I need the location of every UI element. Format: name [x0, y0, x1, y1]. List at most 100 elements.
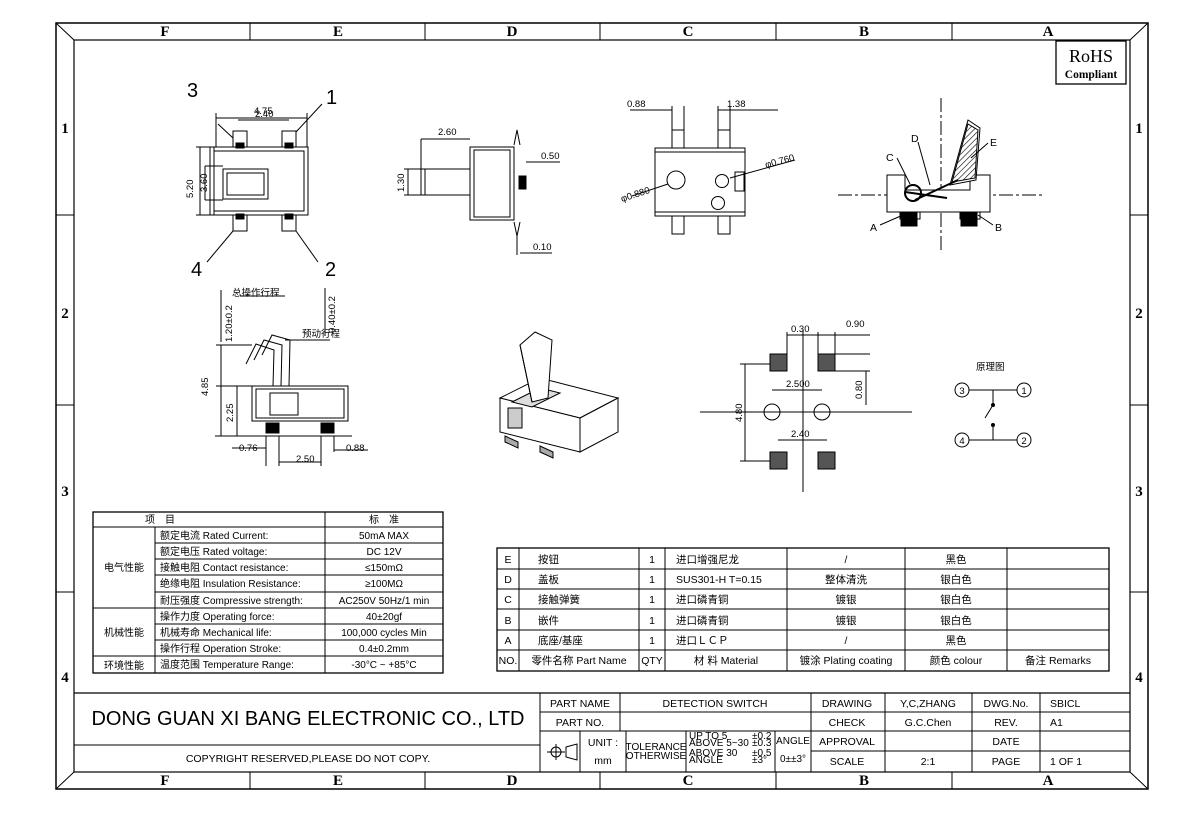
- part-name-label: PART NAME: [550, 698, 610, 710]
- bom-plating: /: [845, 635, 848, 647]
- spec-item: 耐压强度 Compressive strength:: [160, 594, 303, 607]
- tol-range: UP TO 5: [689, 731, 728, 742]
- pcb-footprint: [700, 330, 912, 492]
- zone-col-bottom: D: [507, 773, 518, 789]
- bom-no: D: [504, 574, 512, 586]
- dim-travel-total: 1.20±0.2: [224, 305, 235, 342]
- dim-front-height: 4.85: [200, 378, 211, 397]
- side-view: [404, 129, 560, 255]
- bom-header-remarks: 备注 Remarks: [1025, 654, 1091, 667]
- label-pre-travel: 预动行程: [302, 328, 341, 340]
- spec-value: 100,000 cycles Min: [341, 628, 427, 639]
- title-block: [74, 692, 1130, 772]
- spec-group-electrical: 电气性能: [104, 561, 144, 574]
- tol-range: ABOVE 30: [689, 748, 738, 759]
- spec-header-standard: 标 准: [369, 514, 399, 526]
- bom-qty: 1: [649, 594, 655, 606]
- dwg-no-value: SBICL: [1050, 698, 1081, 710]
- dim-hole-pitch: 2.40: [791, 429, 810, 440]
- dim-pad-height: 0.80: [854, 381, 865, 400]
- company-name: DONG GUAN XI BANG ELECTRONIC CO., LTD: [91, 708, 524, 730]
- bom-no: B: [504, 615, 511, 627]
- dim-hole-1: φ0.880: [620, 185, 652, 205]
- date-label: DATE: [992, 736, 1019, 748]
- dim-front-base: 2.25: [225, 404, 236, 423]
- bom-header-material: 材 料 Material: [694, 654, 758, 667]
- check-value: G.C.Chen: [905, 717, 952, 729]
- spec-item: 机械寿命 Mechanical life:: [160, 626, 272, 639]
- bom-no: C: [504, 594, 512, 606]
- spec-item: 绝缘电阻 Insulation Resistance:: [160, 577, 301, 590]
- drawing-value: Y,C,ZHANG: [900, 698, 956, 710]
- zone-col-top: B: [859, 24, 869, 40]
- dwg-no-label: DWG.No.: [984, 698, 1029, 710]
- spec-header-item: 项 目: [145, 514, 175, 526]
- dim-back-left: 0.88: [627, 99, 646, 110]
- zone-col-top: D: [507, 24, 518, 40]
- bom-colour: 黑色: [946, 553, 967, 566]
- schematic-node-3: 3: [959, 386, 964, 397]
- zone-labels: F E D C B A F E D C B A 1 2 3 4 1 2 3 4: [61, 24, 1143, 789]
- sheet-border: [55, 22, 1149, 790]
- bom-material: 进口磷青铜: [676, 593, 729, 606]
- dim-body: 3.60: [199, 174, 210, 193]
- dim-width: 4.75: [254, 106, 273, 117]
- dim-pad-gap: 0.30: [791, 324, 810, 335]
- bom-colour: 黑色: [946, 634, 967, 647]
- rev-value: A1: [1050, 717, 1063, 729]
- spec-value: ≤150mΩ: [365, 563, 404, 574]
- spec-item: 额定电流 Rated Current:: [160, 529, 268, 542]
- section-label-a: A: [870, 222, 877, 234]
- schematic: [954, 382, 1032, 448]
- dim-height: 5.20: [185, 180, 196, 199]
- pin-label-3: 3: [187, 80, 198, 102]
- dim-small: 0.50: [541, 151, 560, 162]
- bom-qty: 1: [649, 574, 655, 586]
- section-label-c: C: [886, 152, 894, 164]
- tol-value: ±0.2: [752, 731, 772, 742]
- spec-item: 操作行程 Operation Stroke:: [160, 642, 281, 655]
- part-name-value: DETECTION SWITCH: [663, 698, 768, 710]
- tol-range: ANGLE: [689, 755, 723, 766]
- schematic-node-2: 2: [1021, 436, 1026, 447]
- bom-part-name: 按钮: [538, 553, 559, 566]
- dim-pad-span: 2.500: [786, 379, 810, 390]
- spec-item: 额定电压 Rated voltage:: [160, 545, 267, 558]
- bom-no: E: [504, 554, 511, 566]
- spec-value: AC250V 50Hz/1 min: [339, 596, 430, 607]
- section-label-e: E: [990, 137, 997, 149]
- bom-header-no: NO.: [499, 655, 518, 667]
- bom-table: [496, 547, 1110, 672]
- section-view: [838, 98, 1043, 253]
- copyright-notice: COPYRIGHT RESERVED,PLEASE DO NOT COPY.: [186, 753, 430, 765]
- zone-col-bottom: B: [859, 773, 869, 789]
- bom-plating: 镀银: [836, 614, 857, 627]
- spec-value: ≥100MΩ: [365, 579, 404, 590]
- unit-label: UNIT :: [588, 737, 618, 749]
- zone-row-left: 3: [61, 484, 69, 500]
- zone-col-bottom: C: [683, 773, 694, 789]
- dim-pitch: 2.40: [255, 109, 274, 120]
- bom-header-qty: QTY: [641, 655, 663, 667]
- drawing-label: DRAWING: [822, 698, 872, 710]
- bom-part-name: 底座/基座: [538, 634, 583, 647]
- zone-col-top: C: [683, 24, 694, 40]
- spec-value: 40±20gf: [366, 612, 402, 623]
- zone-row-left: 4: [61, 670, 69, 686]
- dim-vertical: 4.80: [734, 404, 745, 423]
- zone-col-top: E: [333, 24, 343, 40]
- bom-part-name: 盖板: [538, 573, 559, 586]
- bom-part-name: 接触弹簧: [538, 593, 580, 606]
- bom-qty: 1: [649, 635, 655, 647]
- spec-group-environmental: 环境性能: [104, 659, 144, 672]
- bom-colour: 银白色: [940, 573, 972, 586]
- schematic-node-4: 4: [959, 436, 964, 447]
- spec-value: 0.4±0.2mm: [359, 644, 409, 655]
- otherwise-label: OTHERWISE: [626, 751, 687, 762]
- schematic-node-1: 1: [1021, 386, 1026, 397]
- bom-colour: 银白色: [940, 593, 972, 606]
- label-total-travel: 总操作行程: [232, 287, 280, 299]
- zone-row-right: 2: [1135, 306, 1143, 322]
- back-view: [630, 106, 796, 235]
